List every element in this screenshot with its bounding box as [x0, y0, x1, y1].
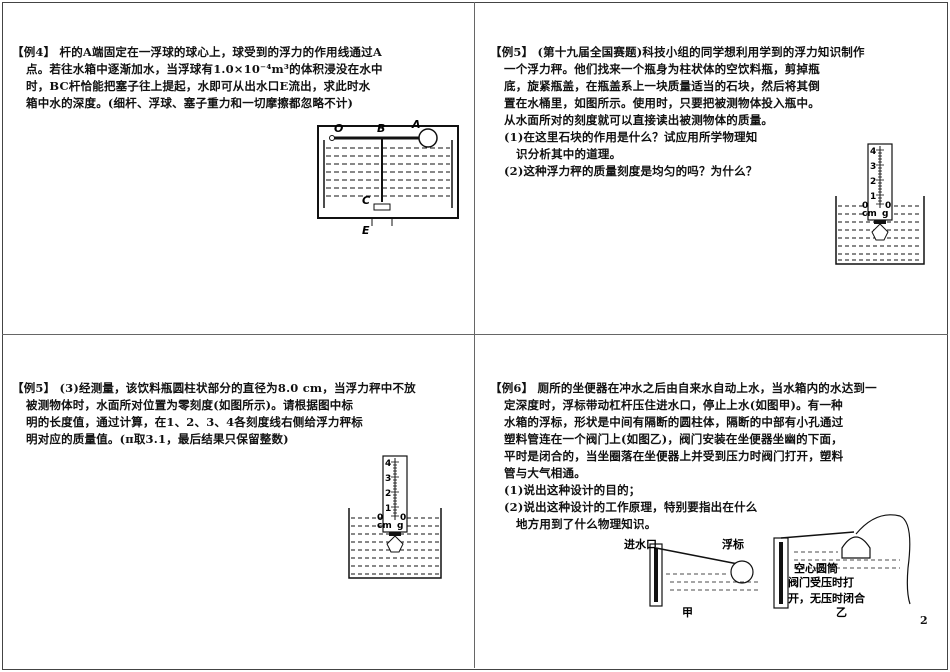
text-line: 水箱的浮标，形状是中间有隔断的圆柱体，隔断的中部有小孔通过	[504, 415, 844, 429]
label-b: B	[377, 122, 385, 135]
toilet-tank-diagrams: 进水口 浮标 甲 空心圆筒 阀门受压时打 开，无压时闭合 乙	[624, 514, 911, 619]
hollow-cylinder	[841, 536, 871, 559]
text-line: 管与大气相通。	[504, 466, 586, 480]
text-line: 明的长度值，通过计算，在1、2、3、4各刻度线右侧给浮力秤标	[26, 415, 364, 429]
text-line: 定深度时，浮标带动杠杆压住进水口，停止上水(如图甲)。有一种	[504, 398, 843, 412]
tank-outline	[317, 125, 459, 219]
text-line: 从水面所对的刻度就可以直接读出被测物体的质量。	[504, 113, 774, 127]
scale-label: 4	[385, 459, 391, 469]
text-line: 点。若往水箱中逐渐加水，当浮球有1.0×10⁻⁴m³的体积浸没在水中	[26, 62, 383, 76]
water-dashes-jia	[666, 573, 760, 591]
text-line: (1)在这里石块的作用是什么？试应用所学物理知	[504, 130, 758, 144]
label-jia: 甲	[682, 606, 693, 619]
label-c: C	[362, 194, 370, 207]
plug	[373, 203, 391, 211]
text-line: (2)说出这种设计的工作原理，特别要指出在什么	[504, 500, 758, 514]
unit-cm: cm	[862, 209, 877, 219]
horizontal-divider	[2, 334, 948, 335]
text-line: 时，BC杆恰能把塞子往上提起，水即可从出水口E流出，求此时水	[26, 79, 371, 93]
water-dashes-yi	[794, 551, 900, 569]
scale-label: 0	[377, 513, 383, 523]
page-number: 2	[920, 614, 928, 627]
label-valve-line1: 阀门受压时打	[788, 575, 854, 589]
plastic-tube	[855, 514, 911, 605]
text-line: 箱中水的深度。(细杆、浮球、塞子重力和一切摩擦都忽略不计)	[26, 96, 354, 110]
pivot-o	[329, 135, 335, 141]
text-line: (1)说出这种设计的目的；	[504, 483, 641, 497]
text-line: 被测物体时，水面所对位置为零刻度(如图所示)。请根据图中标	[26, 398, 354, 412]
text-line: 底，旋紧瓶盖，在瓶盖系上一块质量适当的石块，然后将其倒	[504, 79, 820, 93]
bucket	[835, 196, 925, 265]
water-dashes	[326, 147, 450, 197]
unit-cm: cm	[377, 521, 392, 531]
water-tank-diagram: O B A C E	[317, 118, 459, 237]
text-line: 识分析其中的道理。	[516, 147, 622, 161]
label-o: O	[334, 122, 343, 135]
label-float: 浮标	[722, 537, 744, 551]
text-line: (2)这种浮力秤的质量刻度是均匀的吗？为什么？	[504, 164, 758, 178]
scale-label: 1	[870, 192, 876, 202]
vertical-divider	[474, 2, 475, 668]
label-a: A	[411, 118, 421, 131]
text-line: 【例4】 杆的A端固定在一浮球的球心上，球受到的浮力的作用线通过A	[12, 45, 382, 59]
text-line: 置在水桶里，如图所示。使用时，只要把被测物体投入瓶中。	[504, 96, 820, 110]
stone	[386, 535, 404, 553]
text-line: 塑料管连在一个阀门上(如图乙)，阀门安装在坐便器坐幽的下面，	[504, 432, 843, 446]
text-line: 【例5】 (3)经测量，该饮料瓶圆柱状部分的直径为8.0 cm，当浮力秤中不放	[12, 381, 416, 395]
scale-label: 1	[385, 504, 391, 514]
scale-label: 0	[400, 513, 406, 523]
stone	[871, 223, 889, 241]
text-line: 明对应的质量值。(π取3.1，最后结果只保留整数)	[26, 432, 289, 446]
scale-label: 0	[885, 201, 891, 211]
lever-arm	[655, 547, 739, 565]
text-line: 一个浮力秤。他们找来一个瓶身为柱状体的空饮料瓶，剪掉瓶	[504, 62, 820, 76]
bottle-cap	[389, 532, 401, 536]
label-e: E	[362, 224, 370, 237]
text-line: 【例5】 (第十九届全国赛题)科技小组的同学想利用学到的浮力知识制作	[490, 45, 865, 59]
float-ball	[418, 128, 438, 148]
scale-ticks	[876, 149, 884, 205]
label-valve-line2: 开，无压时闭合	[788, 591, 866, 605]
scale-ticks	[391, 461, 399, 517]
scale-label: 3	[870, 162, 876, 172]
question-example5-text: 【例5】 (第十九届全国赛题)科技小组的同学想利用学到的浮力知识制作 一个浮力秤…	[490, 44, 940, 180]
question-example5-part3-text: 【例5】 (3)经测量，该饮料瓶圆柱状部分的直径为8.0 cm，当浮力秤中不放 …	[12, 380, 462, 448]
unit-g: g	[397, 521, 403, 531]
float	[730, 560, 754, 584]
scale-label: 2	[385, 489, 391, 499]
scale-label: 2	[870, 177, 876, 187]
scale-label: 3	[385, 474, 391, 484]
text-line: 【例6】 厕所的坐便器在冲水之后由自来水自动上水，当水箱内的水达到一	[490, 381, 877, 395]
label-hollow: 空心圆筒	[794, 561, 838, 575]
label-yi: 乙	[836, 606, 847, 619]
buoyancy-scale-diagram-2: 4 3 2 1 0 0 cm g	[348, 455, 442, 579]
scale-label: 0	[862, 201, 868, 211]
text-line: 地方用到了什么物理知识。	[516, 517, 657, 531]
scale-label: 4	[870, 147, 876, 157]
bottle-cap	[874, 220, 886, 224]
bucket	[348, 508, 442, 579]
buoyancy-scale-diagram: 4 3 2 1 0 0 cm g	[835, 143, 925, 265]
label-inlet: 进水口	[624, 537, 657, 551]
question-example4-text: 【例4】 杆的A端固定在一浮球的球心上，球受到的浮力的作用线通过A 点。若往水箱…	[12, 44, 462, 112]
unit-g: g	[882, 209, 888, 219]
text-line: 平时是闭合的，当坐圈落在坐便器上并受到压力时阀门打开，塑料	[504, 449, 844, 463]
question-example6-text: 【例6】 厕所的坐便器在冲水之后由自来水自动上水，当水箱内的水达到一 定深度时，…	[490, 380, 940, 533]
lever-arm-2	[780, 531, 855, 539]
